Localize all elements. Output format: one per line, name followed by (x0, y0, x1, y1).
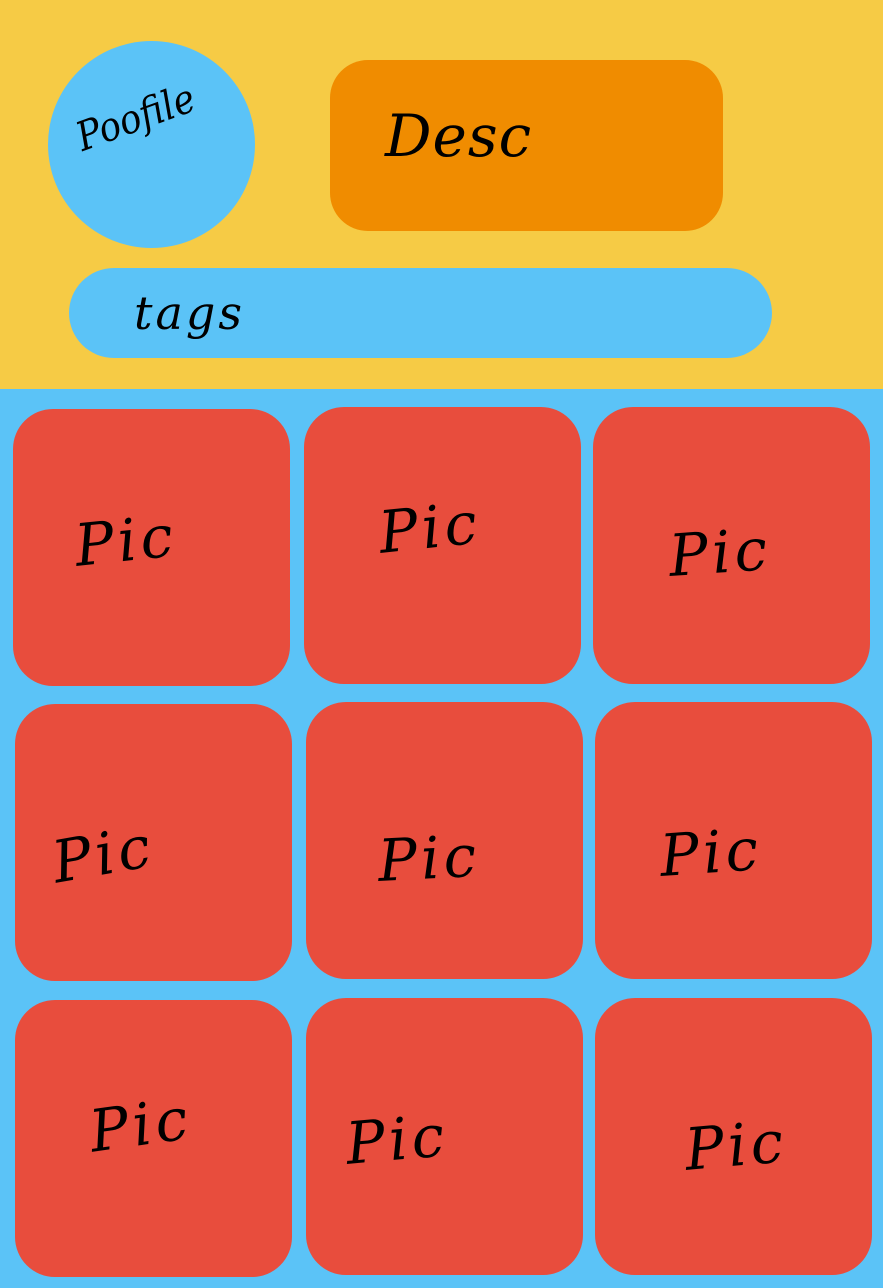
description-label: Desc (385, 102, 533, 170)
pic-tile-1[interactable]: Pic (13, 409, 290, 686)
pic-label-9: Pic (682, 1107, 790, 1184)
pic-tile-3[interactable]: Pic (593, 407, 870, 684)
pic-tile-7[interactable]: Pic (15, 1000, 292, 1277)
profile-avatar[interactable]: Poofile (48, 41, 255, 248)
pic-tile-9[interactable]: Pic (595, 998, 872, 1275)
pic-tile-4[interactable]: Pic (15, 704, 292, 981)
pic-label-8: Pic (343, 1101, 451, 1178)
picture-gallery: Pic Pic Pic Pic Pic Pic Pic Pic Pic (0, 389, 883, 1288)
pic-label-5: Pic (376, 821, 482, 895)
pic-tile-5[interactable]: Pic (306, 702, 583, 979)
pic-tile-8[interactable]: Pic (306, 998, 583, 1275)
pic-label-3: Pic (666, 514, 774, 590)
description-box[interactable]: Desc (330, 60, 723, 231)
pic-label-4: Pic (47, 811, 160, 897)
pic-label-2: Pic (375, 488, 485, 567)
pic-tile-6[interactable]: Pic (595, 702, 872, 979)
pic-label-7: Pic (85, 1084, 196, 1166)
pic-label-6: Pic (657, 814, 765, 890)
pic-label-1: Pic (71, 501, 181, 580)
tags-bar[interactable]: tags (69, 268, 772, 358)
tags-label: tags (134, 286, 245, 340)
profile-header: Poofile Desc tags (0, 0, 883, 389)
profile-label: Poofile (70, 75, 202, 161)
pic-tile-2[interactable]: Pic (304, 407, 581, 684)
